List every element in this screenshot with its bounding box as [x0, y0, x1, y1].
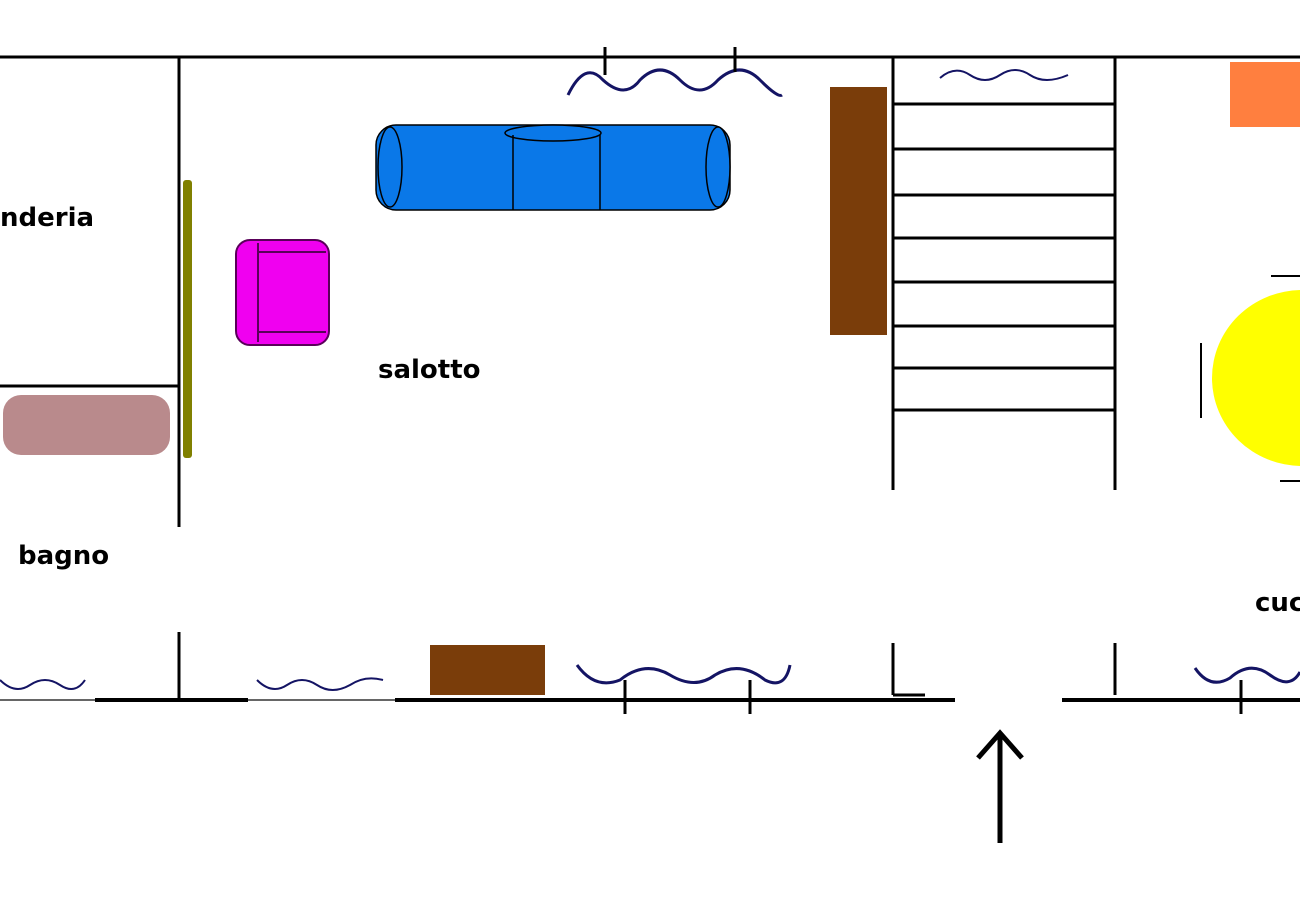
- sideboard: [430, 645, 545, 695]
- curtain-icon: [939, 69, 1069, 81]
- sofa: [375, 124, 731, 211]
- curtain-icon: [566, 68, 783, 97]
- curtain-icon: [256, 677, 384, 691]
- curtain-icon: [575, 664, 792, 685]
- curtain-icon: [1193, 666, 1300, 684]
- kitchen-counter: [1230, 62, 1300, 127]
- staircase: [891, 57, 1117, 490]
- room-label-laundry: nderia: [0, 203, 95, 233]
- room-label-kitchen: cuc: [1255, 588, 1300, 618]
- bathtub: [3, 395, 170, 455]
- armchair: [235, 239, 330, 346]
- entrance-arrow-icon: [976, 729, 1024, 843]
- chairs: [1200, 275, 1300, 482]
- cabinet: [830, 87, 887, 335]
- dining-table: [1212, 290, 1300, 466]
- room-label-bathroom: bagno: [18, 541, 110, 571]
- walls: [0, 55, 1300, 702]
- room-label-living-room: salotto: [378, 355, 481, 385]
- curtain-icon: [0, 679, 86, 690]
- curtains: [0, 47, 1300, 714]
- door: [183, 180, 192, 458]
